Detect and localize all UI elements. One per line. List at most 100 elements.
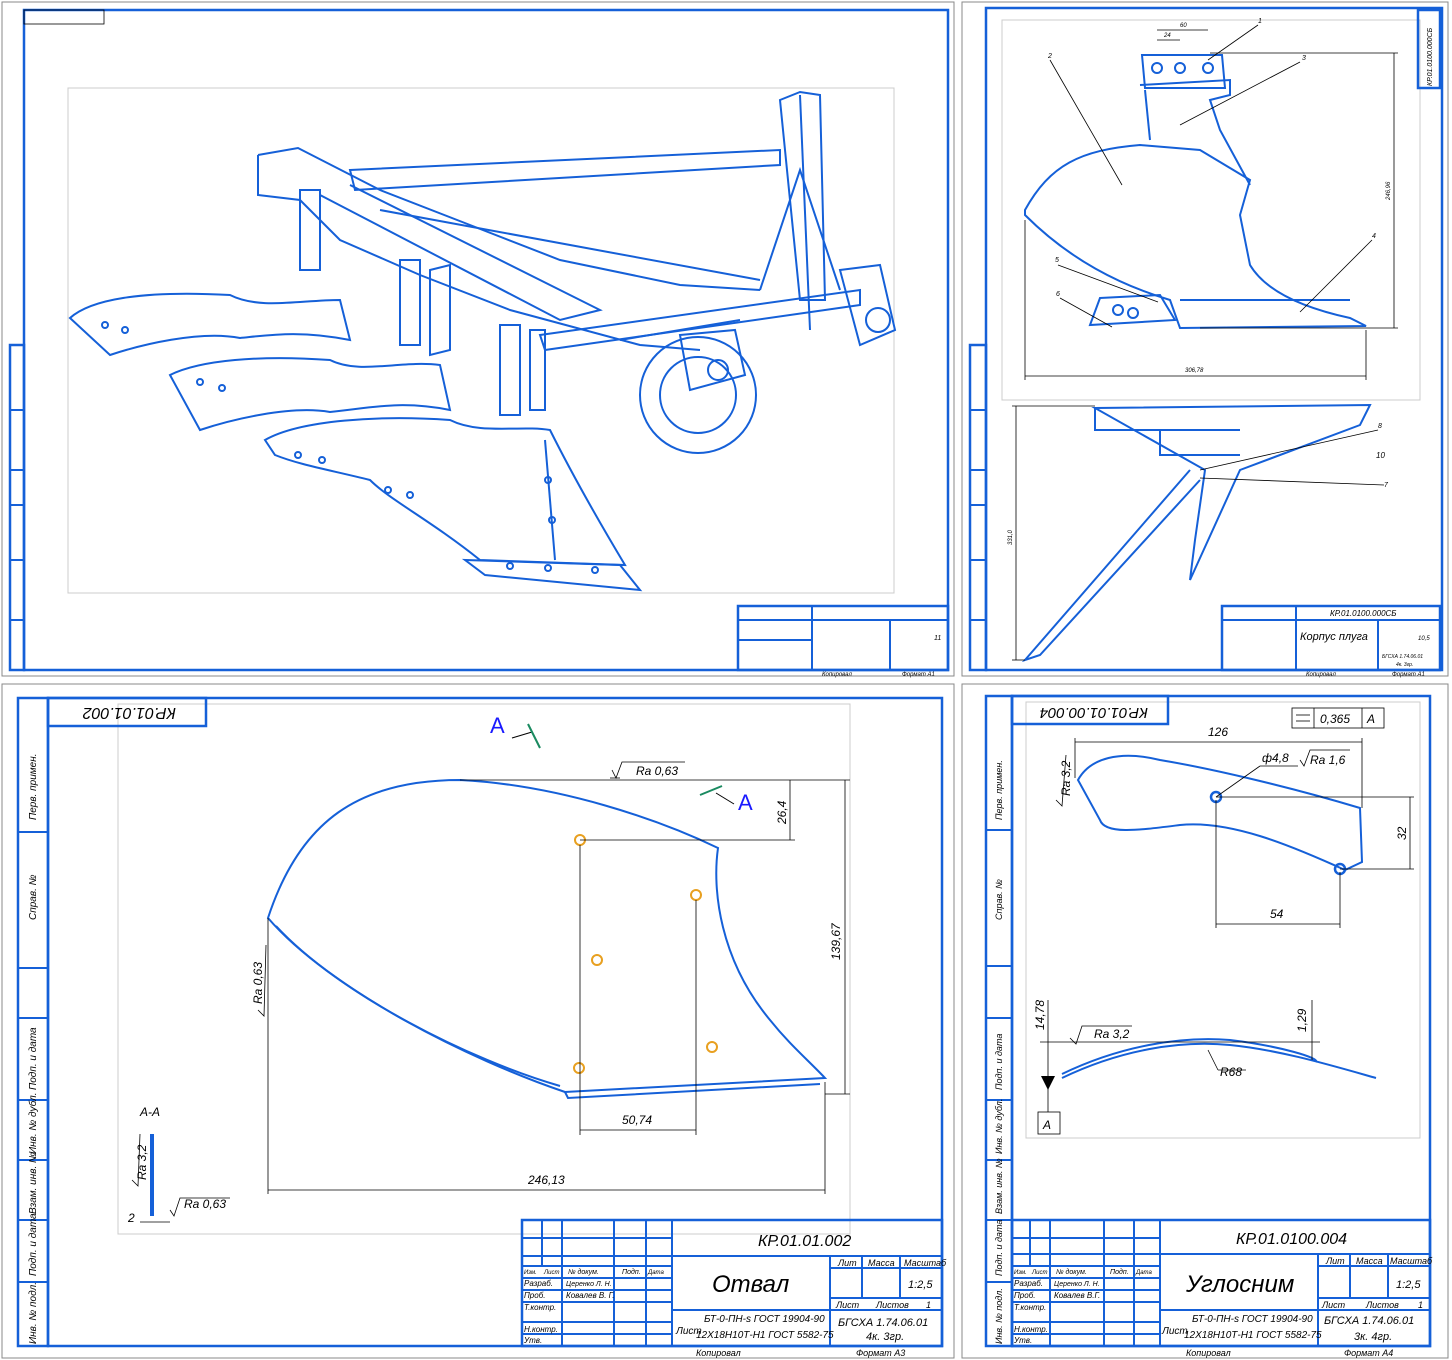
sheet1-side-stamp: [8, 343, 26, 672]
sheet2-format: Формат А1: [1392, 672, 1425, 678]
svg-text:Инв. № подл.: Инв. № подл.: [994, 1288, 1004, 1344]
svg-text:Лит: Лит: [1325, 1256, 1345, 1266]
sheet3-group2: 4к. 3гр.: [866, 1331, 904, 1343]
sheet4-code: КР.01.0100.004: [1236, 1231, 1347, 1248]
svg-text:Подп. и дата: Подп. и дата: [994, 1220, 1004, 1276]
svg-text:Подп. и дата: Подп. и дата: [28, 1027, 39, 1090]
svg-text:14,78: 14,78: [1033, 1000, 1047, 1030]
sheet4-copied: Копировал: [1186, 1348, 1231, 1358]
mouldboard-dims: 246,13 139,67 26,4 50,74 Ra 0,63 Ra 0,63: [251, 761, 850, 1194]
sheet1-sheet-no: 11: [934, 635, 941, 642]
svg-text:Справ. №: Справ. №: [994, 879, 1004, 920]
svg-text:Взам. инв. №: Взам. инв. №: [994, 1158, 1004, 1214]
sheet2-group2: 4к. 3гр.: [1396, 662, 1413, 668]
sheet3-view-letter-a1: А: [490, 713, 505, 738]
svg-text:32: 32: [1395, 826, 1409, 840]
sheet4-format: Формат А4: [1344, 1348, 1393, 1358]
svg-text:Разраб.: Разраб.: [1014, 1279, 1043, 1288]
sheet4-group: БГСХА 1.74.06.01: [1324, 1315, 1414, 1327]
svg-text:Дата: Дата: [1135, 1270, 1152, 1276]
sheet1-title-block: 11 Копировал Формат А1: [736, 604, 950, 678]
svg-text:Лист: Лист: [675, 1326, 702, 1337]
svg-text:Утв.: Утв.: [523, 1336, 542, 1345]
svg-text:Ковалев В. Г.: Ковалев В. Г.: [566, 1291, 614, 1300]
svg-text:331,0: 331,0: [1008, 529, 1014, 545]
svg-text:246,96: 246,96: [1386, 181, 1392, 201]
share-point-side-view: А 14,78 1,29 Ra 3,2 R68: [1033, 1000, 1377, 1135]
sheet2-name: Корпус плуга: [1300, 631, 1368, 643]
hole: [573, 1062, 585, 1074]
svg-text:Подп. и дата: Подп. и дата: [28, 1213, 39, 1276]
svg-text:№ докум.: № докум.: [1056, 1268, 1087, 1276]
svg-text:Ra 1,6: Ra 1,6: [1310, 753, 1346, 767]
svg-text:10: 10: [1376, 451, 1385, 460]
sheet3-scale: 1:2,5: [908, 1279, 933, 1291]
tolerance-frame: 0,365 А: [1291, 707, 1385, 729]
svg-text:Утв.: Утв.: [1013, 1336, 1032, 1345]
svg-text:Т.контр.: Т.контр.: [524, 1303, 556, 1312]
svg-text:Ra 3,2: Ra 3,2: [1094, 1027, 1130, 1041]
svg-text:Масштаб: Масштаб: [1390, 1256, 1433, 1266]
svg-text:24: 24: [1163, 33, 1171, 39]
dim-width: 126: [1208, 725, 1228, 739]
sheet4-name: Углосним: [1185, 1271, 1294, 1298]
sheet4-material2: 12Х18Н10Т-Н1 ГОСТ 5582-75: [1184, 1330, 1322, 1341]
svg-text:Лит: Лит: [837, 1258, 857, 1268]
hole: [690, 889, 702, 901]
svg-text:Подп.: Подп.: [622, 1268, 641, 1276]
sheet2-mass: 10,5: [1418, 636, 1430, 642]
svg-text:Разраб.: Разраб.: [524, 1279, 553, 1288]
svg-text:2: 2: [127, 1211, 135, 1225]
sheet4-code-mirror: КР.01.01.00.004: [1040, 704, 1148, 721]
svg-text:ф4,8: ф4,8: [1262, 751, 1289, 765]
sheet-mouldboard: КР.01.01.002 Перв. примен. Справ. № Подп…: [1, 683, 955, 1359]
sheet2-code-top: КР.01.0100.000СБ: [1427, 27, 1434, 86]
sheet3-code: КР.01.01.002: [758, 1233, 851, 1250]
sheet4-scale: 1:2,5: [1396, 1279, 1421, 1291]
ra-left: Ra 0,63: [251, 962, 265, 1004]
sheet4-title-block: КР.01.0100.004 Углосним Лит Масса Масшта…: [1010, 1218, 1433, 1358]
svg-text:5: 5: [1055, 257, 1059, 264]
svg-text:Перв. примен.: Перв. примен.: [28, 754, 39, 820]
mouldboard-holes: [573, 834, 718, 1074]
svg-text:8: 8: [1378, 423, 1382, 430]
svg-text:Масса: Масса: [1356, 1256, 1383, 1266]
sheet-share-point: КР.01.01.00.004 Перв. примен. Справ. № П…: [961, 683, 1449, 1359]
svg-text:Лист: Лист: [543, 1270, 559, 1276]
share-point-dims: 126 32 54 ф4,8 Ra 1,6 Ra 3,2: [1055, 725, 1414, 928]
svg-text:2: 2: [1047, 53, 1052, 60]
sheet3-view-letter-a2: А: [738, 790, 753, 815]
svg-text:Справ. №: Справ. №: [28, 874, 39, 920]
svg-text:Перв. примен.: Перв. примен.: [994, 760, 1004, 820]
sheet2-code: КР.01.0100.000СБ: [1330, 609, 1397, 618]
sheet2-group: БГСХА 1.74.06.01: [1382, 654, 1423, 660]
sheet2-frame: [984, 6, 1444, 672]
sheet3-format: Формат А3: [856, 1348, 905, 1358]
svg-text:Лист: Лист: [1031, 1270, 1047, 1276]
sheet4-material1: БТ-0-ПН-s ГОСТ 19904-90: [1192, 1314, 1313, 1325]
svg-text:Изм.: Изм.: [1014, 1270, 1027, 1276]
dim-top: 26,4: [775, 800, 789, 825]
svg-text:1: 1: [926, 1300, 931, 1310]
svg-text:Церенко Л. Н.: Церенко Л. Н.: [566, 1281, 612, 1288]
svg-text:Лист: Лист: [835, 1300, 860, 1310]
svg-text:Масштаб: Масштаб: [904, 1258, 947, 1268]
svg-text:Т.контр.: Т.контр.: [1014, 1303, 1046, 1312]
sheet3-name: Отвал: [712, 1271, 790, 1298]
sheet2-side-stamp: [968, 343, 988, 672]
plough-body-plan-view: [1021, 403, 1372, 663]
svg-text:Н.контр.: Н.контр.: [524, 1325, 558, 1334]
sheet-plough-body: КР.01.0100.000СБ 306,78: [961, 1, 1449, 678]
plough-illustration: [68, 90, 897, 592]
svg-text:Листов: Листов: [875, 1300, 909, 1310]
plough-body-front-dims: 306,78 246,96 60 24 1 2 3 4 5 6: [1024, 18, 1398, 380]
svg-text:Взам. инв. №: Взам. инв. №: [28, 1152, 39, 1214]
sheet2-title-block: КР.01.0100.000СБ Корпус плуга 10,5 БГСХА…: [1220, 604, 1442, 678]
svg-text:Проб.: Проб.: [524, 1291, 545, 1300]
svg-text:306,78: 306,78: [1185, 368, 1204, 374]
svg-text:60: 60: [1180, 23, 1187, 29]
svg-text:Масса: Масса: [868, 1258, 895, 1268]
mouldboard-outline: [266, 778, 828, 1100]
svg-text:Ra 3,2: Ra 3,2: [135, 1144, 149, 1180]
